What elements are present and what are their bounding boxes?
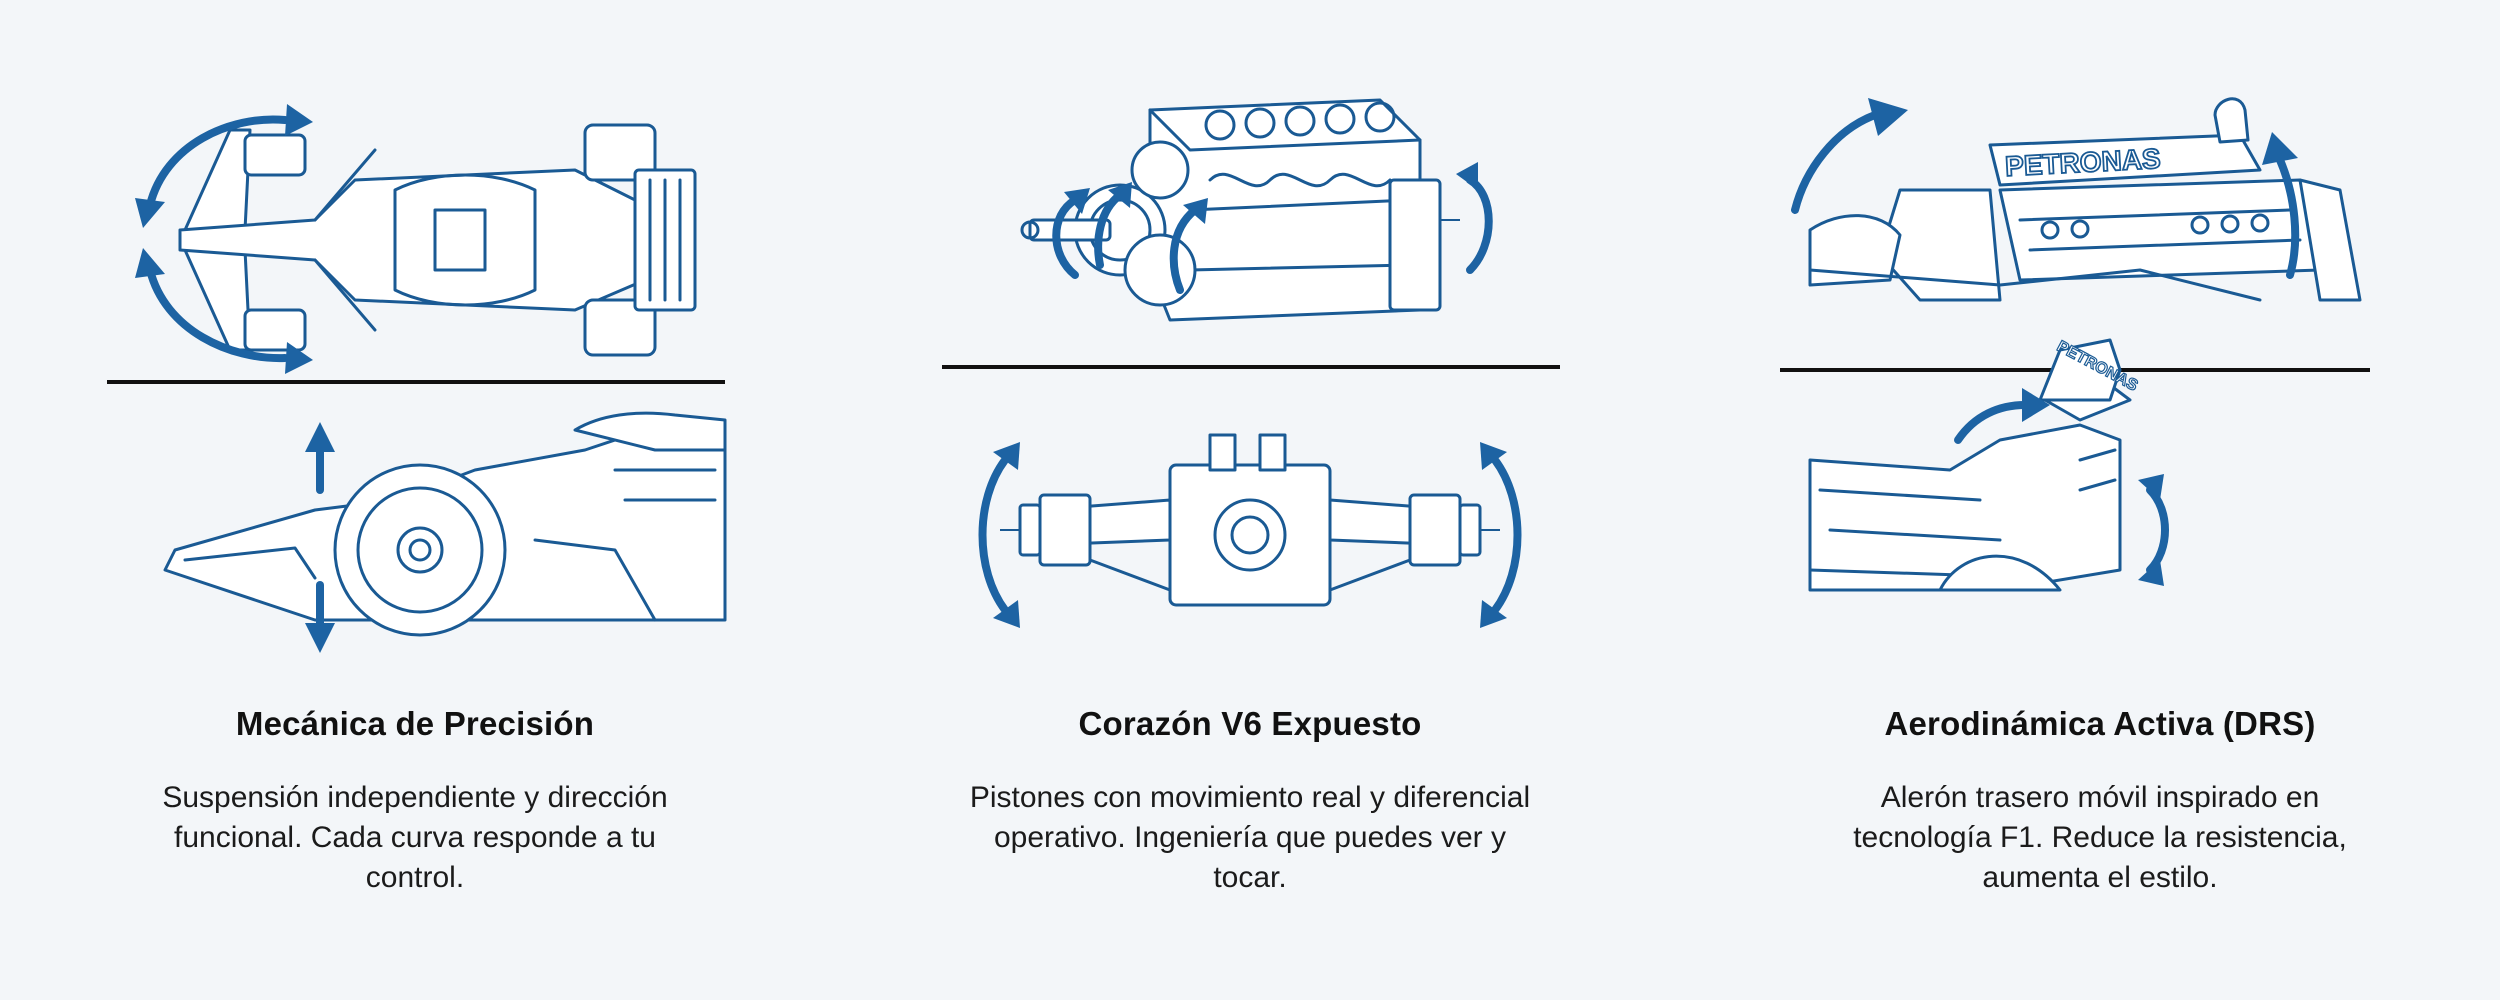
feature-description: Suspensión independiente y dirección fun… <box>162 781 668 894</box>
crank-rotation-arrow <box>1052 196 1079 279</box>
drs-up-arrow-right <box>2276 156 2300 279</box>
flywheel-rotation-arrow <box>1169 206 1199 294</box>
v6-engine-differential-illustration <box>850 70 1650 670</box>
feature-v6-heart: Corazón V6 Expuesto Pistones con movimie… <box>850 0 1650 1000</box>
wing-lettering-top: PETRONAS <box>2004 143 2161 182</box>
car-top-view <box>178 123 697 357</box>
feature-title: Mecánica de Precisión <box>235 705 595 742</box>
f1-car-drawing <box>107 104 727 653</box>
differential-assembly <box>1000 433 1500 607</box>
rear-wing-top: PETRONAS <box>1808 97 2362 302</box>
left-wheel-rotation-arrow <box>978 456 1009 614</box>
drs-flap-arrow <box>2146 486 2169 574</box>
v6-engine-block <box>1020 98 1460 322</box>
engine-drawing <box>942 98 1560 628</box>
right-wheel-rotation-arrow <box>1491 456 1522 614</box>
gear-rotation-arrow <box>1094 191 1124 269</box>
steer-arrow-bottom <box>146 266 289 363</box>
pulley-rotation-arrow <box>1466 176 1493 274</box>
feature-title: Aerodinámica Activa (DRS) <box>1884 705 2316 742</box>
drs-drawing: PETRONAS <box>1780 97 2370 592</box>
feature-precision-mechanics: Mecánica de Precisión Suspensión indepen… <box>15 0 815 1000</box>
feature-description: Alerón trasero móvil inspirado en tecnol… <box>1853 781 2347 894</box>
feature-title: Corazón V6 Expuesto <box>1078 705 1422 742</box>
f1-car-steering-suspension-illustration <box>15 70 815 670</box>
feature-active-aero: PETRONAS <box>1700 0 2500 1000</box>
rear-wing-side: PETRONAS <box>1808 337 2141 592</box>
drs-side-rotation-arrow <box>1954 401 2029 444</box>
feature-description: Pistones con movimiento real y diferenci… <box>969 781 1531 894</box>
drs-up-arrow-left <box>1791 111 1879 214</box>
car-side-view <box>163 411 727 637</box>
drs-rear-wing-illustration: PETRONAS <box>1700 70 2500 670</box>
steer-arrow-top <box>146 115 289 209</box>
